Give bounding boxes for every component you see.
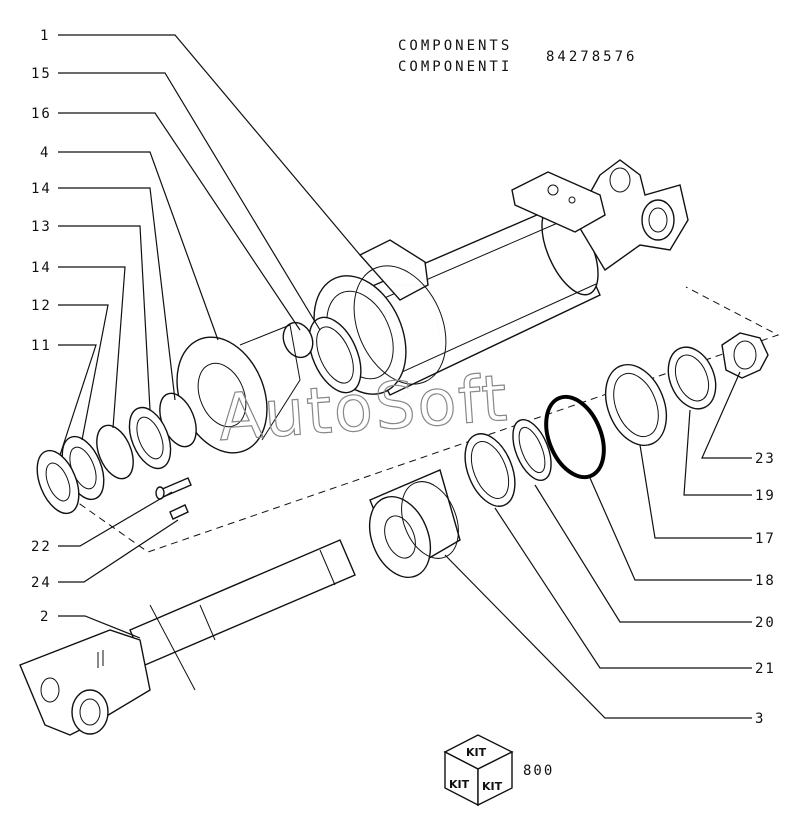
callout-17: 17 bbox=[755, 531, 776, 547]
callout-4: 4 bbox=[40, 145, 50, 161]
nut-23 bbox=[721, 332, 769, 379]
callout-16: 16 bbox=[31, 106, 52, 122]
seal-20 bbox=[512, 419, 552, 481]
seal-17 bbox=[604, 363, 668, 447]
callout-12: 12 bbox=[31, 298, 52, 314]
callout-18: 18 bbox=[755, 573, 776, 589]
callout-23: 23 bbox=[755, 451, 776, 467]
header-part-number: 84278576 bbox=[546, 49, 637, 65]
callouts-right: 23 19 17 18 20 21 3 bbox=[755, 451, 776, 727]
callout-13: 13 bbox=[31, 219, 52, 235]
header-components: COMPONENTS bbox=[398, 38, 512, 54]
callout-19: 19 bbox=[755, 488, 776, 504]
callout-20: 20 bbox=[755, 615, 776, 631]
callout-21: 21 bbox=[755, 661, 776, 677]
ring-part-16 bbox=[282, 321, 314, 359]
leader-lines-right bbox=[444, 371, 752, 719]
callout-22: 22 bbox=[31, 539, 52, 555]
seal-13 bbox=[128, 406, 172, 470]
barrel-clevis bbox=[574, 159, 689, 272]
piston-rod bbox=[129, 539, 356, 691]
callouts-left: 1 15 16 4 14 13 14 12 11 22 24 2 bbox=[31, 28, 52, 625]
callout-2: 2 bbox=[40, 609, 50, 625]
gland-flange-4 bbox=[176, 324, 301, 454]
oring-18 bbox=[544, 394, 606, 480]
leader-lines-left bbox=[58, 34, 361, 639]
callout-3: 3 bbox=[755, 711, 765, 727]
kit-label-right: KIT bbox=[482, 780, 503, 793]
callout-15: 15 bbox=[31, 66, 52, 82]
callout-11: 11 bbox=[31, 338, 52, 354]
barrel-port-block bbox=[511, 171, 606, 233]
callout-24: 24 bbox=[31, 575, 52, 591]
exploded-boundary bbox=[59, 286, 780, 553]
callout-14-b: 14 bbox=[31, 260, 52, 276]
kit-number: 800 bbox=[523, 763, 554, 779]
callout-1: 1 bbox=[40, 28, 50, 44]
callout-14-a: 14 bbox=[31, 181, 52, 197]
screw-24 bbox=[169, 504, 189, 520]
kit-label-top: KIT bbox=[466, 746, 487, 759]
rod-eye-clevis bbox=[19, 629, 151, 736]
seal-14-lower bbox=[96, 424, 134, 480]
ring-19 bbox=[667, 346, 717, 410]
screw-22 bbox=[155, 477, 192, 500]
header-componenti: COMPONENTI bbox=[398, 59, 512, 75]
piston-3 bbox=[368, 469, 461, 579]
ring-part-15 bbox=[308, 316, 362, 394]
kit-label-left: KIT bbox=[449, 778, 470, 791]
wiper-11 bbox=[36, 449, 80, 515]
kit-cube-icon: KIT KIT KIT bbox=[443, 734, 514, 807]
seal-21 bbox=[464, 433, 516, 507]
